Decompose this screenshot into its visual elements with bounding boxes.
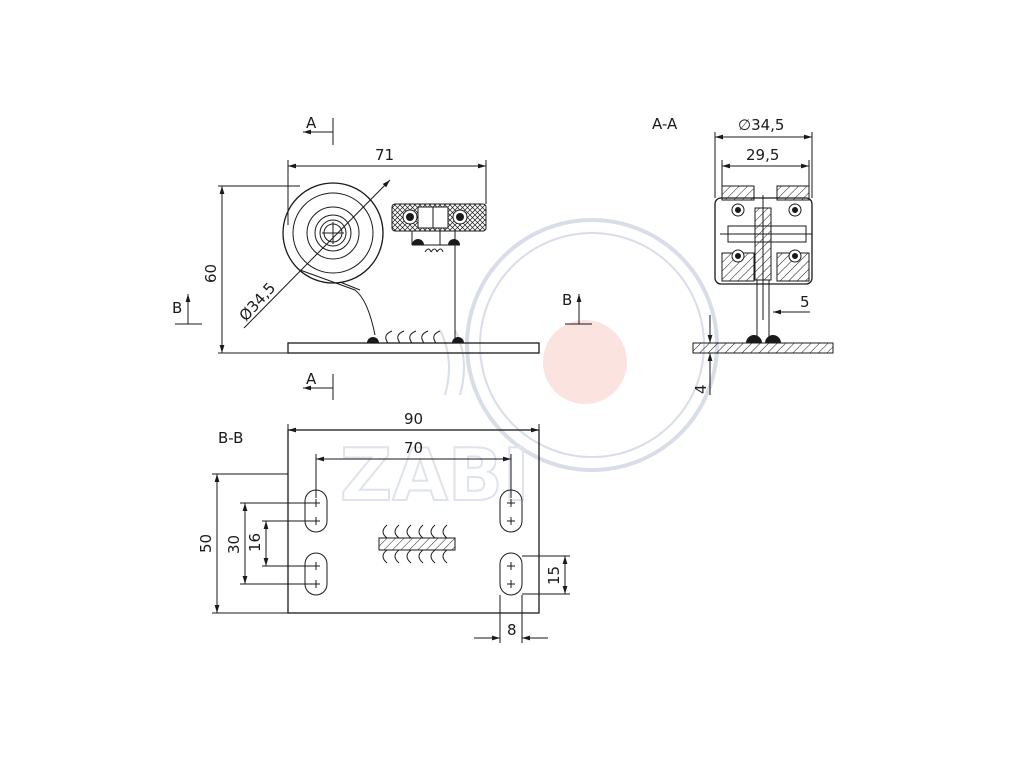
slot-bottom-left — [304, 552, 328, 596]
dim-slot-spacing-y: 30 — [225, 535, 243, 554]
dim-inner-width: 29,5 — [746, 146, 779, 164]
dim-outer-diameter: ∅34,5 — [738, 116, 784, 134]
dim-slot-inner: 16 — [246, 533, 264, 552]
section-marker-a-bottom: A — [306, 370, 317, 388]
dim-plate-length: 90 — [404, 410, 423, 428]
dim-pin-width: 5 — [800, 293, 810, 311]
base-plate — [287, 342, 540, 354]
dim-slot-length: 15 — [545, 566, 563, 585]
section-aa-title: A-A — [652, 115, 678, 133]
slot-bottom-right — [499, 552, 523, 596]
dim-plate-thickness: 4 — [692, 384, 710, 394]
section-bb-view: B-B 90 70 — [197, 410, 570, 643]
section-aa-plate — [692, 342, 834, 354]
svg-text:ZABI: ZABI — [340, 433, 530, 517]
section-bb-title: B-B — [218, 429, 243, 447]
dim-wheel-diameter: Ø34,5 — [236, 279, 280, 325]
dim-width-71: 71 — [375, 146, 394, 164]
weld-bar — [378, 537, 456, 551]
front-view: 71 60 Ø34,5 A A B — [172, 114, 540, 400]
dim-height-60: 60 — [202, 264, 220, 283]
wheel-outer — [282, 182, 384, 284]
dim-plate-width: 50 — [197, 534, 215, 553]
watermark-logo: ZABI — [339, 218, 719, 518]
section-aa-view: A-A ∅34,5 29,5 — [562, 115, 834, 395]
watermark-dot — [543, 320, 627, 404]
dim-slot-spacing-x: 70 — [404, 439, 423, 457]
dim-slot-width: 8 — [507, 621, 517, 639]
section-marker-a-top: A — [306, 114, 317, 132]
section-marker-b-left: B — [172, 299, 182, 317]
section-marker-b-right: B — [562, 291, 572, 309]
